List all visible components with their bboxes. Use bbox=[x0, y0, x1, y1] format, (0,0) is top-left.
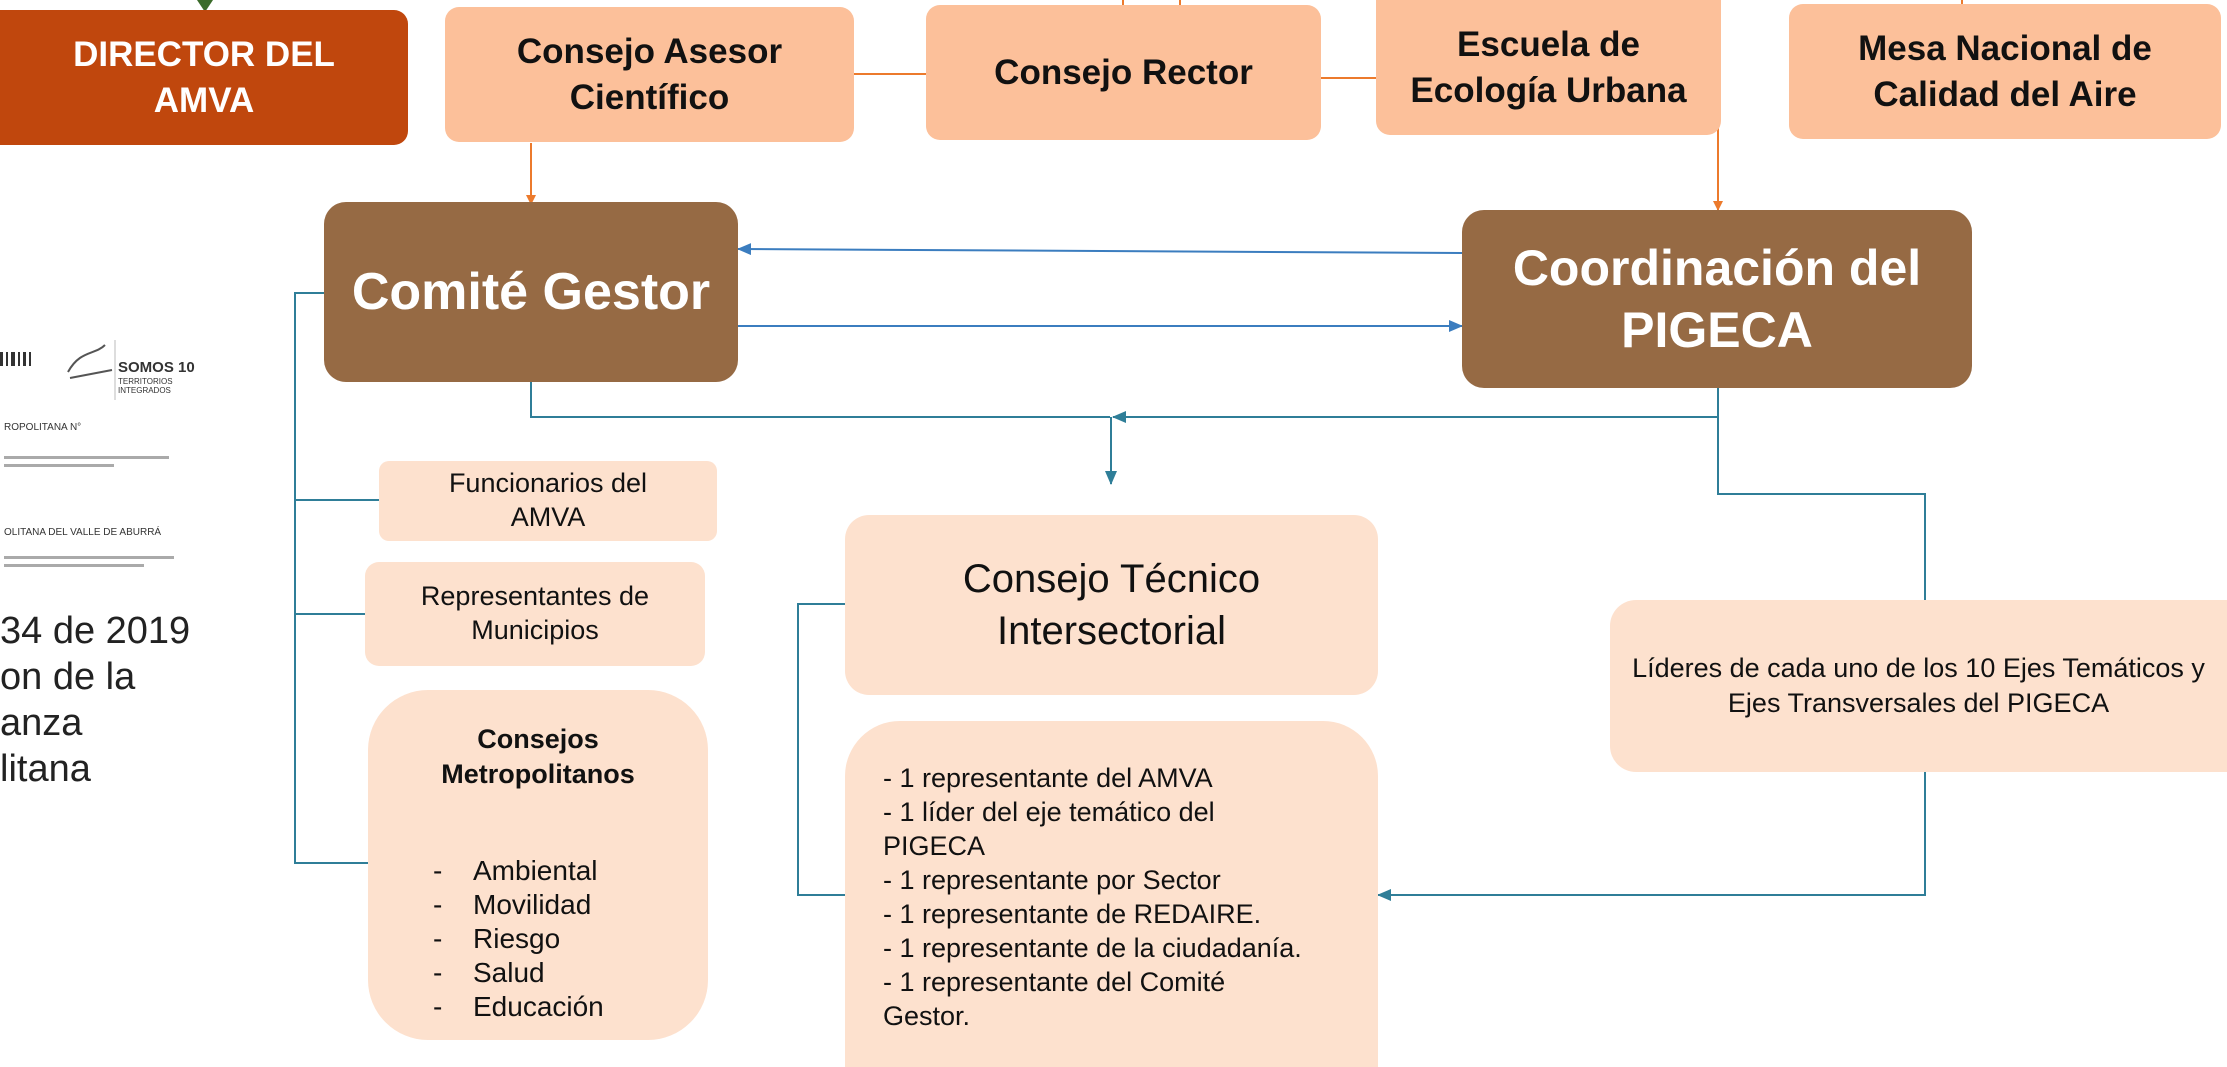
svg-text:OLITANA DEL VALLE DE ABURRÁ: OLITANA DEL VALLE DE ABURRÁ bbox=[4, 525, 161, 538]
resolution-text: 34 de 2019 on de la anza litana bbox=[0, 608, 190, 792]
resolution-line: litana bbox=[0, 748, 91, 790]
comite-gestor-label: Comité Gestor bbox=[351, 262, 711, 321]
list-item: Movilidad bbox=[433, 888, 643, 922]
director-amva-label: DIRECTOR DEL AMVA bbox=[73, 35, 335, 120]
coordinacion-to-junction-line bbox=[1112, 386, 1719, 423]
list-item: Salud bbox=[433, 956, 643, 990]
coordinacion-box: Coordinación del PIGECA bbox=[1462, 210, 1972, 388]
list-item: Educación bbox=[433, 990, 643, 1024]
list-item: Ambiental bbox=[433, 854, 643, 888]
director-amva-box: DIRECTOR DEL AMVA bbox=[0, 10, 408, 145]
coordinacion-to-comite-arrow bbox=[737, 243, 1463, 256]
consejos-list: Ambiental Movilidad Riesgo Salud Educaci… bbox=[433, 854, 643, 1024]
list-item: - 1 representante de REDAIRE. bbox=[883, 899, 1262, 929]
consejo-asesor-label: Consejo Asesor Científico bbox=[516, 32, 783, 117]
list-item: - 1 representante del AMVA bbox=[883, 763, 1213, 793]
escuela-box: Escuela de Ecología Urbana bbox=[1376, 0, 1721, 135]
resolution-line: anza bbox=[0, 702, 83, 744]
mesa-nacional-box: Mesa Nacional de Calidad del Aire bbox=[1789, 4, 2221, 139]
consejo-rector-label: Consejo Rector bbox=[994, 52, 1253, 92]
top-arrow-green-head bbox=[197, 0, 213, 12]
document-icon: ROPOLITANA N° OLITANA DEL VALLE DE ABURR… bbox=[0, 340, 174, 567]
mesa-nacional-label: Mesa Nacional de Calidad del Aire bbox=[1858, 29, 2152, 114]
document-logo: SOMOS 10 TERRITORIOS INTEGRADOS bbox=[118, 359, 195, 395]
consejo-tecnico-label: Consejo Técnico Intersectorial bbox=[962, 557, 1261, 653]
resolution-line: 34 de 2019 bbox=[0, 610, 191, 652]
consejos-metropolitanos-box: Consejos Metropolitanos Ambiental Movili… bbox=[368, 690, 708, 1040]
escuela-label: Escuela de Ecología Urbana bbox=[1410, 25, 1687, 110]
resolution-line: on de la bbox=[0, 656, 136, 698]
coordinacion-label: Coordinación del PIGECA bbox=[1512, 239, 1922, 359]
representantes-box: Representantes de Municipios bbox=[365, 562, 705, 666]
funcionarios-label: Funcionarios del AMVA bbox=[448, 468, 648, 532]
consejo-tecnico-box: Consejo Técnico Intersectorial bbox=[845, 515, 1378, 695]
lideres-to-members-arrow bbox=[1377, 772, 1926, 901]
list-item: - 1 representante por Sector bbox=[883, 865, 1221, 895]
list-item: - 1 representante del Comité Gestor. bbox=[883, 967, 1226, 1031]
list-item: - 1 representante de la ciudadanía. bbox=[883, 933, 1302, 963]
lideres-box: Líderes de cada uno de los 10 Ejes Temát… bbox=[1610, 600, 2227, 772]
comite-gestor-box: Comité Gestor bbox=[324, 202, 738, 382]
list-item: Riesgo bbox=[433, 922, 643, 956]
consejo-rector-box: Consejo Rector bbox=[926, 5, 1321, 140]
consejo-tecnico-members: - 1 representante del AMVA - 1 líder del… bbox=[883, 761, 1302, 1033]
consejo-asesor-box: Consejo Asesor Científico bbox=[445, 7, 854, 142]
svg-text:ROPOLITANA N°: ROPOLITANA N° bbox=[4, 422, 81, 433]
resolution-document: ROPOLITANA N° OLITANA DEL VALLE DE ABURR… bbox=[0, 330, 250, 600]
consejo-tecnico-members-box: - 1 representante del AMVA - 1 líder del… bbox=[845, 721, 1378, 1067]
lideres-label: Líderes de cada uno de los 10 Ejes Temát… bbox=[1632, 652, 2205, 718]
representantes-label: Representantes de Municipios bbox=[420, 581, 650, 645]
consejos-metropolitanos-title: Consejos Metropolitanos bbox=[441, 724, 635, 790]
list-item: - 1 líder del eje temático del PIGECA bbox=[883, 797, 1215, 861]
funcionarios-box: Funcionarios del AMVA bbox=[379, 461, 717, 541]
